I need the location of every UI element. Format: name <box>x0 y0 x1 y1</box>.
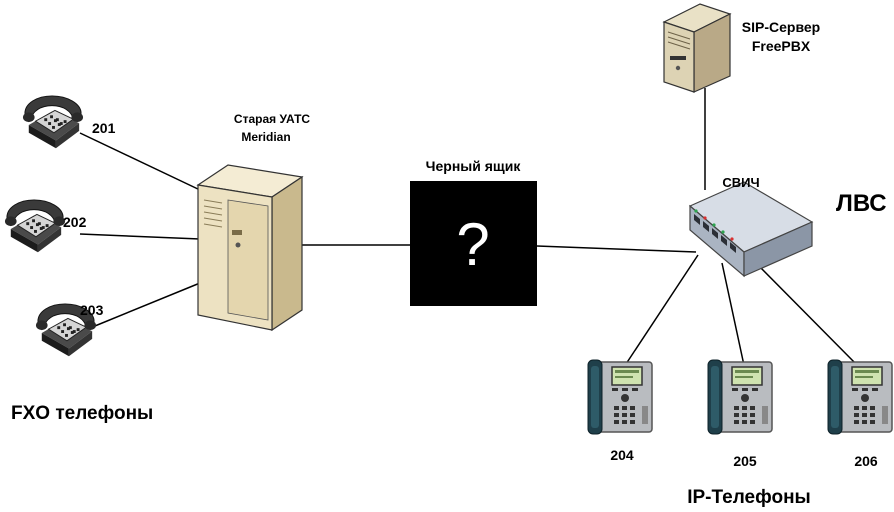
sip-server-label-line2: FreePBX <box>752 38 811 54</box>
ip-phone-icon <box>827 359 893 435</box>
pbx-label-line1: Старая УАТС <box>234 112 311 126</box>
fxo-phones: 201 202 203 FXO телефоны <box>4 95 153 424</box>
switch-icon <box>688 181 814 278</box>
ip-phones-label: IP-Телефоны <box>687 487 811 508</box>
desk-phone-icon <box>22 95 84 149</box>
fxo-phone-number: 201 <box>92 120 116 136</box>
link-switch-204 <box>621 254 699 371</box>
link-switch-206 <box>754 261 861 369</box>
black-box-label: Черный ящик <box>426 158 522 174</box>
link-203-pbx <box>89 282 201 329</box>
pbx-server-icon <box>196 164 304 332</box>
link-switch-205 <box>721 262 746 371</box>
switch-label: СВИЧ <box>722 175 759 190</box>
link-201-pbx <box>79 132 201 191</box>
ip-phone-number: 205 <box>733 453 757 469</box>
fxo-phone-number: 203 <box>80 302 104 318</box>
sip-server-icon <box>662 3 732 93</box>
black-box: ? <box>410 181 537 306</box>
ip-phone-icon <box>707 359 773 435</box>
ip-phone-number: 206 <box>854 453 878 469</box>
fxo-phones-label: FXO телефоны <box>11 403 153 424</box>
question-mark-icon: ? <box>456 211 489 278</box>
link-blackbox-switch <box>536 245 697 253</box>
ip-phone-icon <box>587 359 653 435</box>
link-202-pbx <box>79 233 201 240</box>
ip-phone-number: 204 <box>610 447 634 463</box>
fxo-phone-number: 202 <box>63 214 87 230</box>
ip-phones: 204 205 206 IP-Телефоны <box>587 359 893 508</box>
lan-label: ЛВС <box>836 190 887 217</box>
pbx-label-line2: Meridian <box>241 130 290 144</box>
connection-lines <box>79 88 861 371</box>
desk-phone-icon <box>4 199 66 253</box>
sip-server-label-line1: SIP-Сервер <box>742 19 820 35</box>
